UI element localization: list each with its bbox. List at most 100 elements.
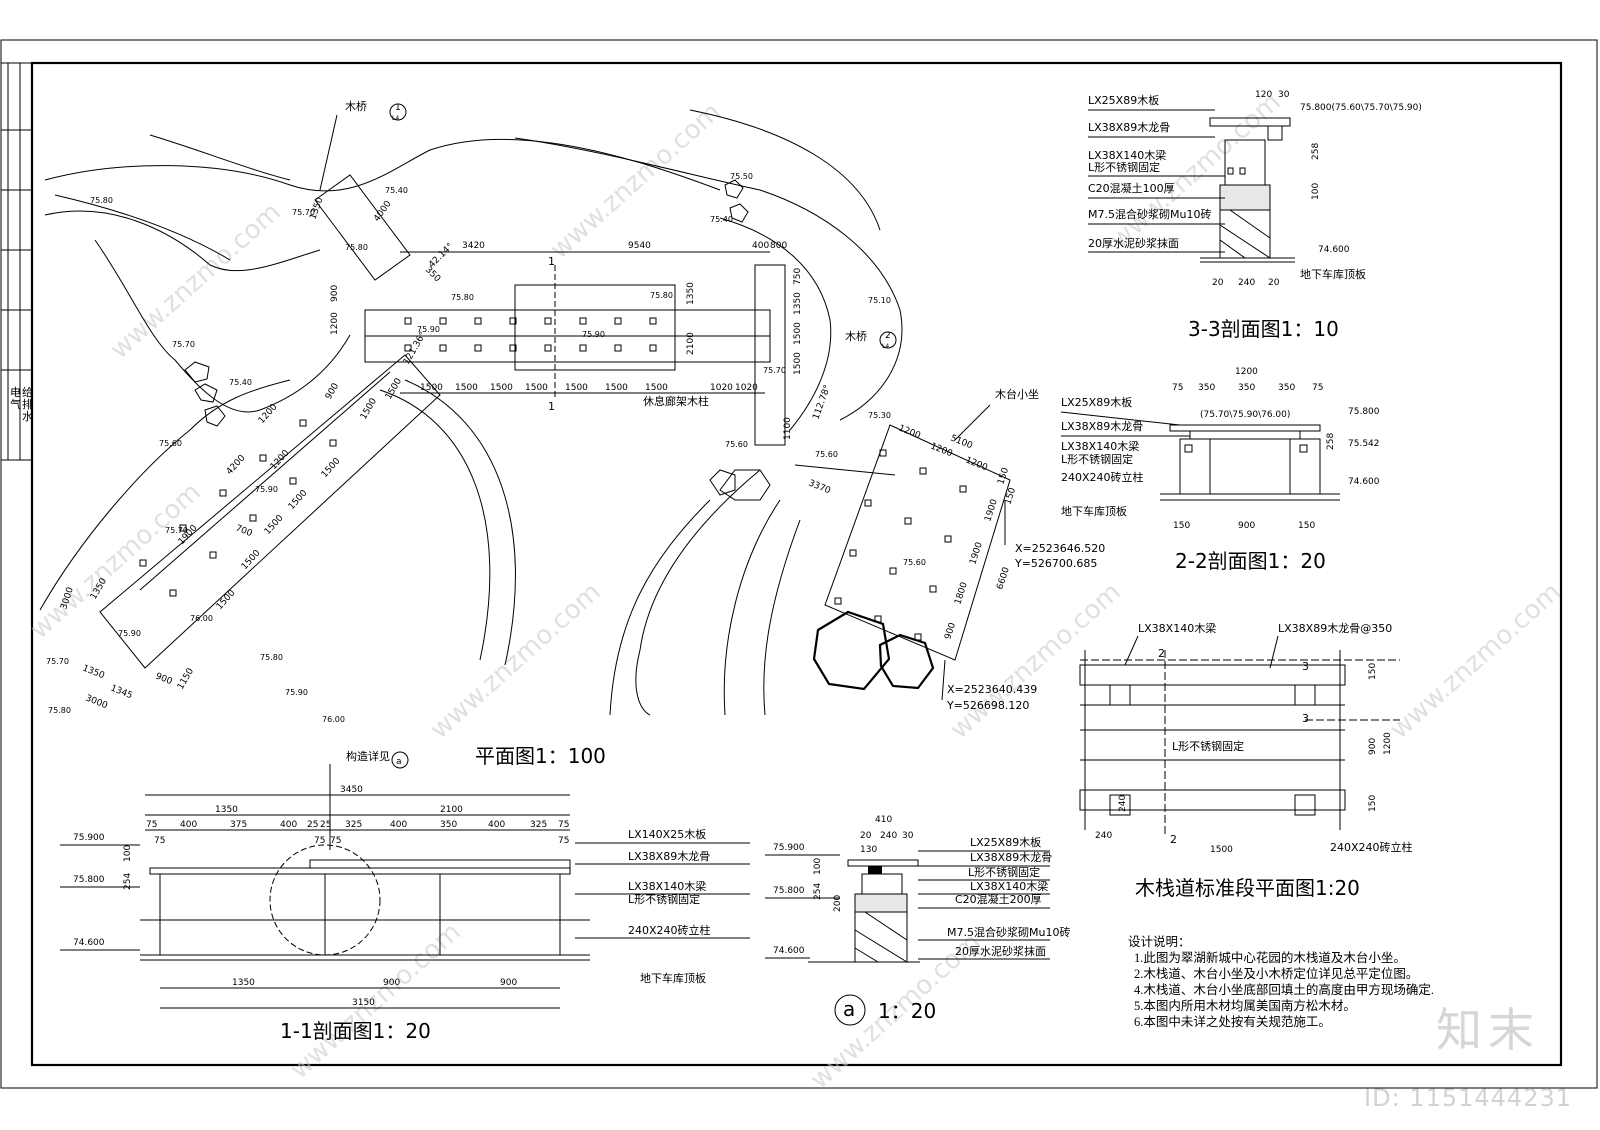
seca-label-6: M7.5混合砂浆砌Mu10砖 <box>947 925 1070 939</box>
platform-label: 木台小坐 <box>995 387 1039 401</box>
section-2-2: LX25X89木板 LX38X89木龙骨 LX38X140木梁 L形不锈钢固定 … <box>1060 367 1380 573</box>
svg-text:100: 100 <box>1311 183 1321 200</box>
standard-segment: LX38X140木梁 LX38X89木龙骨@350 L形不锈钢固定 240X24… <box>1079 621 1413 900</box>
svg-text:20: 20 <box>1268 278 1280 288</box>
svg-text:254: 254 <box>123 873 133 890</box>
sec33-label-7: 20厚水泥砂浆抹面 <box>1088 236 1179 250</box>
svg-text:75.80: 75.80 <box>48 706 71 715</box>
svg-text:350: 350 <box>1198 383 1215 393</box>
tb-char-3: 给 <box>22 386 33 399</box>
watermark-id: ID: 1151444231 <box>1364 1084 1572 1112</box>
svg-text:240: 240 <box>880 831 897 841</box>
svg-text:20: 20 <box>1212 278 1224 288</box>
svg-text:1500: 1500 <box>605 383 628 393</box>
seca-label-5: C20混凝土200厚 <box>955 892 1042 906</box>
svg-text:800: 800 <box>770 241 787 251</box>
seca-label-1: LX25X89木板 <box>970 835 1041 849</box>
svg-text:130: 130 <box>860 845 877 855</box>
svg-text:75.70: 75.70 <box>46 657 69 666</box>
svg-text:1350: 1350 <box>81 664 106 682</box>
svg-text:3000: 3000 <box>84 694 109 712</box>
std-mark-4: 2 <box>1170 833 1177 846</box>
svg-text:75.90: 75.90 <box>285 688 308 697</box>
svg-text:1500: 1500 <box>263 513 286 537</box>
svg-text:3420: 3420 <box>462 241 485 251</box>
angle-3: 112.78° <box>811 384 833 421</box>
seca-label-4: LX38X140木梁 <box>970 879 1048 893</box>
svg-text:75.70: 75.70 <box>172 340 195 349</box>
svg-text:900: 900 <box>1368 738 1378 755</box>
svg-text:410: 410 <box>875 815 892 825</box>
svg-text:75.30: 75.30 <box>868 411 891 420</box>
svg-text:900: 900 <box>330 285 340 302</box>
bridge2-ref-circle <box>879 331 897 349</box>
seca-elev-3: 74.600 <box>773 946 805 956</box>
svg-text:1150: 1150 <box>176 666 196 691</box>
svg-text:1020: 1020 <box>735 383 758 393</box>
std-label-4: 240X240砖立柱 <box>1330 840 1413 854</box>
bridge1-ref-num: 1 <box>395 103 401 113</box>
std-label-1: LX38X140木梁 <box>1138 621 1216 635</box>
svg-text:1500: 1500 <box>793 322 803 345</box>
std-mark-3: 3 <box>1302 712 1309 725</box>
sec22-label-6: 地下车库顶板 <box>1061 504 1127 518</box>
sec33-elev-bottom: 74.600 <box>1318 245 1350 255</box>
seca-label-2: LX38X89木龙骨 <box>970 851 1052 864</box>
svg-text:325: 325 <box>345 820 362 830</box>
svg-text:1200: 1200 <box>964 456 989 474</box>
svg-text:1350: 1350 <box>308 196 325 221</box>
sec11-title: 1-1剖面图1：20 <box>280 1019 431 1043</box>
drawing-frame <box>30 61 1563 1067</box>
svg-text:3450: 3450 <box>340 785 363 795</box>
sec33-label-3: LX38X140木梁 <box>1088 148 1166 162</box>
svg-text:240: 240 <box>1095 831 1112 841</box>
svg-text:150: 150 <box>1003 486 1018 506</box>
svg-text:1800: 1800 <box>953 581 970 606</box>
titleblock-chars: 电 气 给 排 水 <box>10 386 33 423</box>
svg-text:75.70: 75.70 <box>165 526 188 535</box>
svg-text:75.80: 75.80 <box>90 196 113 205</box>
sec33-label-4: L形不锈钢固定 <box>1088 160 1160 174</box>
sec33-label-8: 地下车库顶板 <box>1300 267 1366 281</box>
note-1: 1.此图为翠湖新城中心花园的木栈道及木台小坐。 <box>1134 951 1406 965</box>
svg-text:1200: 1200 <box>1235 367 1258 377</box>
svg-text:6600: 6600 <box>995 566 1012 591</box>
coord1-x: X=2523646.520 <box>1015 542 1105 555</box>
svg-text:350: 350 <box>423 265 442 284</box>
svg-text:400: 400 <box>280 820 297 830</box>
svg-text:1500: 1500 <box>420 383 443 393</box>
sec22-title: 2-2剖面图1：20 <box>1175 549 1326 573</box>
svg-text:3150: 3150 <box>352 998 375 1008</box>
svg-text:75.80: 75.80 <box>345 243 368 252</box>
svg-text:75.70: 75.70 <box>763 366 786 375</box>
sec11-label-6: 地下车库顶板 <box>640 971 706 985</box>
svg-text:1500: 1500 <box>490 383 513 393</box>
bridge2-ref-sheet: L4 <box>882 343 889 350</box>
svg-text:75: 75 <box>1172 383 1183 393</box>
sec11-label-5: 240X240砖立柱 <box>628 923 711 937</box>
section-mark-top: 1 <box>548 255 555 268</box>
svg-text:75: 75 <box>154 836 165 846</box>
sec22-label-3: LX38X140木梁 <box>1061 439 1139 453</box>
sec22-elev-top: 75.800 <box>1348 407 1380 417</box>
svg-text:75.80: 75.80 <box>260 653 283 662</box>
tb-char-1: 电 <box>10 386 21 399</box>
svg-text:400: 400 <box>488 820 505 830</box>
svg-text:1500: 1500 <box>240 548 263 572</box>
svg-text:www.znzmo.com: www.znzmo.com <box>25 477 207 645</box>
std-label-2: LX38X89木龙骨@350 <box>1278 622 1392 635</box>
svg-text:75.50: 75.50 <box>730 172 753 181</box>
pavilion-label: 休息廊架木柱 <box>643 394 709 408</box>
bridge2-label: 木桥 <box>845 330 867 343</box>
svg-text:258: 258 <box>1326 433 1336 450</box>
svg-text:900: 900 <box>324 381 341 401</box>
coord2-x: X=2523640.439 <box>947 683 1037 696</box>
svg-text:75: 75 <box>558 836 569 846</box>
svg-text:1500: 1500 <box>384 376 404 401</box>
coord1-y: Y=526700.685 <box>1014 557 1097 570</box>
svg-text:76.00: 76.00 <box>322 715 345 724</box>
sec11-detail-ref: 构造详见 <box>346 749 390 763</box>
bridge2-ref-num: 2 <box>885 331 891 341</box>
svg-text:150: 150 <box>1368 663 1378 680</box>
